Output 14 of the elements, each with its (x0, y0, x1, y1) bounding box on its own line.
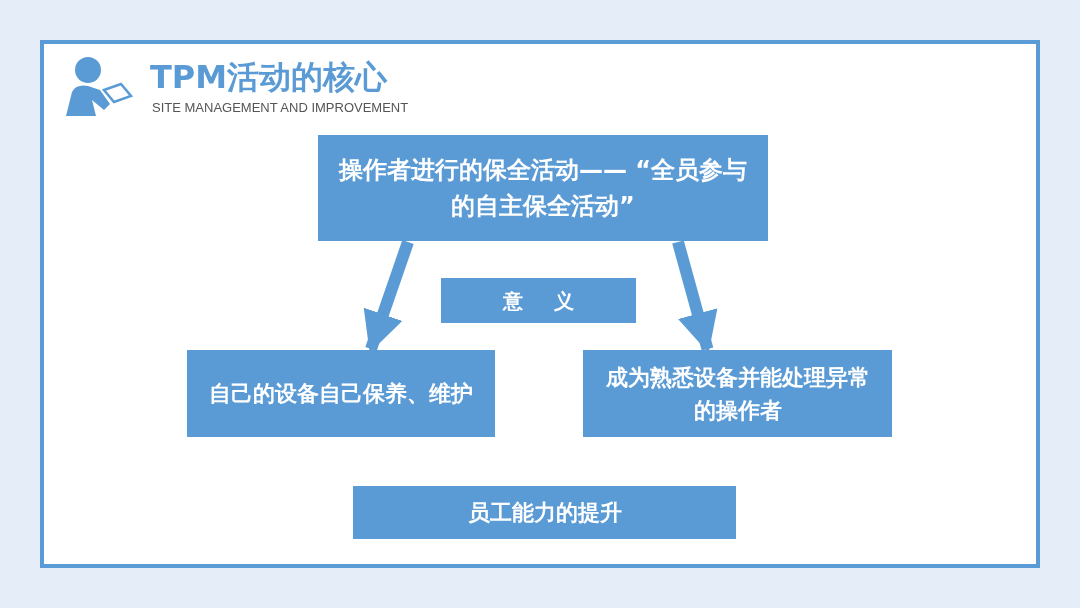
result-box (353, 486, 736, 539)
heading-box (441, 278, 636, 323)
subtitle: SITE MANAGEMENT AND IMPROVEMENT (152, 100, 409, 115)
title: TPM活动的核心 (150, 57, 388, 98)
process-box (187, 350, 495, 437)
box-text: 意 义 (503, 287, 574, 315)
box-text: 操作者进行的保全活动—— “全员参与的自主保全活动” (337, 155, 749, 222)
box-text: 自己的设备自己保养、维护 (209, 380, 473, 408)
process-box (318, 135, 768, 241)
process-box (583, 350, 892, 437)
box-text: 成为熟悉设备并能处理异常的操作者 (604, 363, 871, 425)
block-arrow (672, 240, 718, 353)
block-arrow (363, 240, 414, 353)
box-text: 员工能力的提升 (467, 499, 622, 527)
